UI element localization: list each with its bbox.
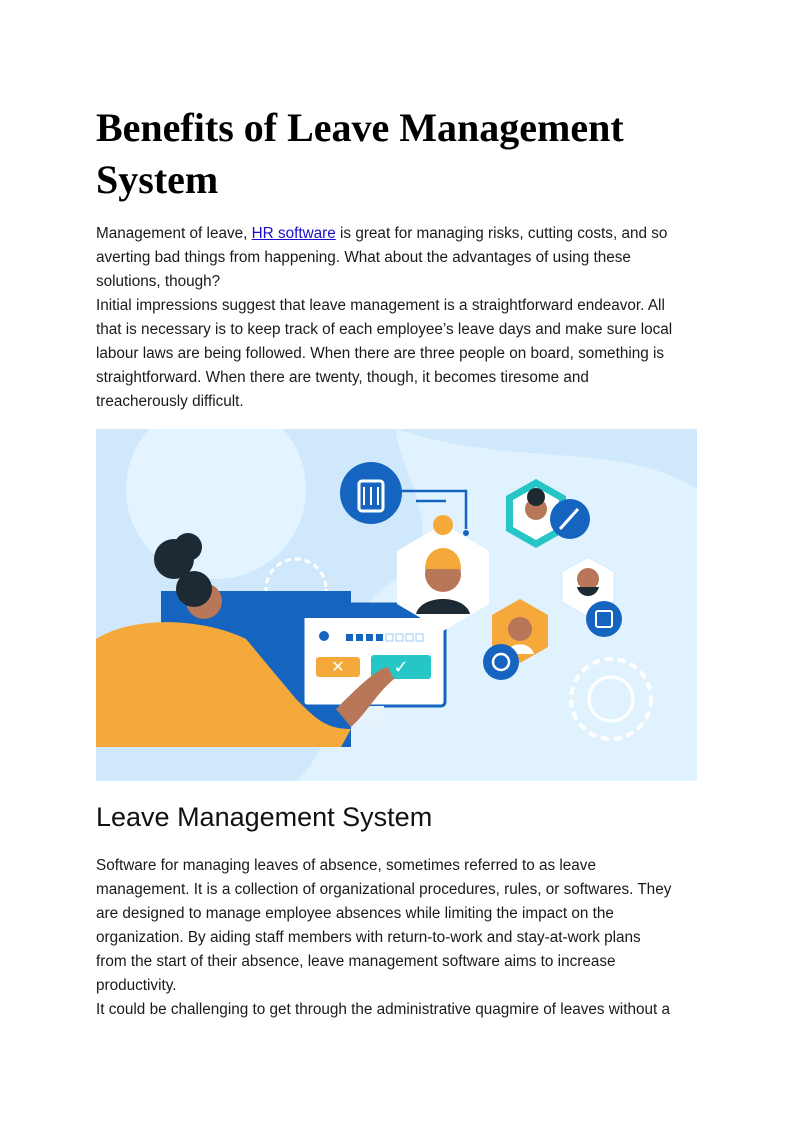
text-line: from the start of their absence, leave m… bbox=[96, 953, 616, 970]
text-line: straightforward. When there are twenty, … bbox=[96, 369, 589, 386]
text-line: treacherously difficult. bbox=[96, 393, 244, 410]
text-line: Initial impressions suggest that leave m… bbox=[96, 297, 665, 314]
text-line: are designed to manage employee absences… bbox=[96, 905, 614, 922]
title-line: Benefits of Leave Management bbox=[96, 105, 624, 150]
leave-management-illustration: ✕ ✓ bbox=[96, 429, 697, 781]
hr-software-link[interactable]: HR software bbox=[251, 225, 336, 242]
svg-text:✕: ✕ bbox=[331, 659, 344, 676]
text: is great for managing risks, cutting cos… bbox=[335, 225, 668, 242]
title-line: System bbox=[96, 157, 219, 202]
text-line: that is necessary is to keep track of ea… bbox=[96, 321, 673, 338]
text-line: productivity. bbox=[96, 977, 177, 994]
intro-paragraph: Management of leave, HR software is grea… bbox=[96, 222, 672, 414]
svg-text:✓: ✓ bbox=[393, 657, 408, 678]
text-line: management. It is a collection of organi… bbox=[96, 881, 672, 898]
text-line: It could be challenging to get through t… bbox=[96, 1001, 670, 1018]
section-paragraph: Software for managing leaves of absence,… bbox=[96, 854, 671, 1022]
text-line: organization. By aiding staff members wi… bbox=[96, 929, 641, 946]
section-heading: Leave Management System bbox=[96, 802, 433, 832]
text-line: labour laws are being followed. When the… bbox=[96, 345, 665, 362]
page-title: Benefits of Leave Management System bbox=[96, 102, 624, 206]
text-line: solutions, though? bbox=[96, 273, 221, 290]
text: Management of leave, bbox=[96, 225, 252, 242]
text-line: Management of leave, HR software is grea… bbox=[96, 222, 672, 246]
text-line: Software for managing leaves of absence,… bbox=[96, 857, 596, 874]
text-line: averting bad things from happening. What… bbox=[96, 249, 631, 266]
